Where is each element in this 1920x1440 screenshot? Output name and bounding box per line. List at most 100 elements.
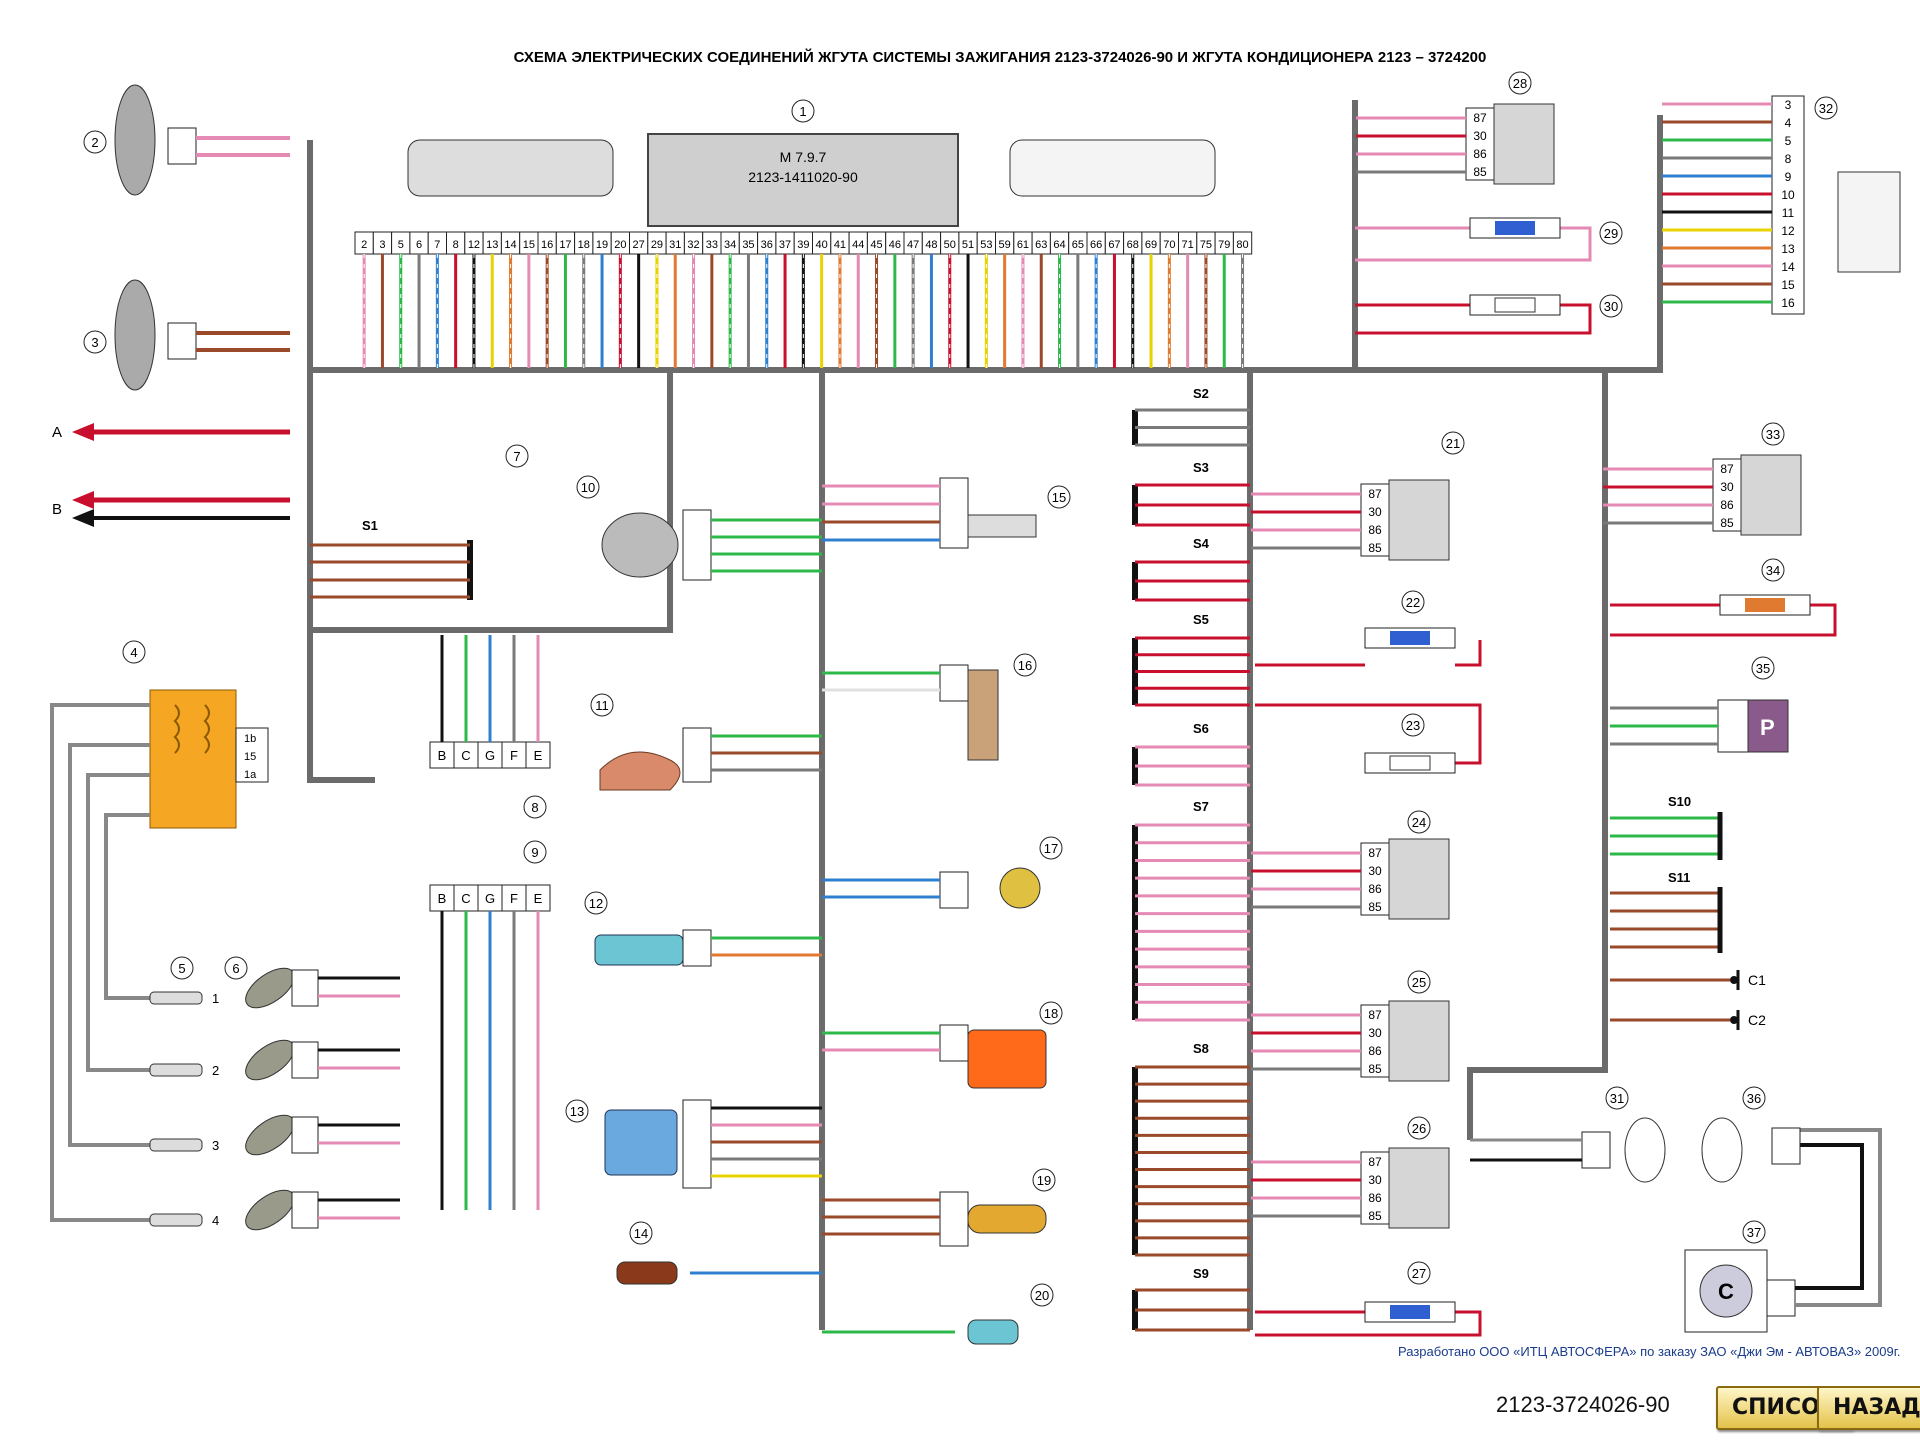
ecu-pin-number: 17 [559, 239, 571, 251]
ecu-pin-number: 53 [980, 239, 992, 251]
relay-icon [1388, 1000, 1450, 1082]
ecu-pin-number: 48 [925, 239, 937, 251]
component-number-circle [1441, 431, 1465, 455]
component-number: 4 [130, 645, 137, 660]
diagram-title: СХЕМА ЭЛЕКТРИЧЕСКИХ СОЕДИНЕНИЙ ЖГУТА СИС… [514, 48, 1487, 66]
relay-pin: 30 [1368, 864, 1382, 878]
pressure-switch: P [1610, 699, 1789, 753]
cylinder-number: 3 [212, 1138, 219, 1153]
splice-label: S2 [1193, 386, 1209, 401]
ecu-pin-number: 7 [434, 239, 440, 251]
block-pin-cell [429, 741, 455, 769]
relay-pin: 30 [1473, 129, 1487, 143]
component-number-circle [576, 475, 600, 499]
ecu-pin-number: 70 [1163, 239, 1175, 251]
svg-text:C: C [1718, 1279, 1734, 1304]
svg-text:P: P [1760, 715, 1775, 740]
ecu-pin-number: 68 [1127, 239, 1139, 251]
relay-pin: 30 [1368, 1173, 1382, 1187]
relay-pin: 30 [1368, 1026, 1382, 1040]
injector-connector [291, 1041, 319, 1079]
relays: 8730868587308685873086858730868587308685… [1251, 103, 1802, 1229]
component-number-circle [1742, 1086, 1766, 1110]
back-button[interactable]: НАЗАД [1817, 1386, 1920, 1430]
ecu-pin-number: 32 [687, 239, 699, 251]
ecu-pin-number: 13 [486, 239, 498, 251]
component-number: 18 [1044, 1006, 1058, 1021]
ecu-pin-number: 47 [907, 239, 919, 251]
block-pin: B [438, 891, 447, 906]
coil-pin: 1b [244, 733, 256, 745]
block-pin: G [485, 891, 495, 906]
relay-pin: 85 [1368, 541, 1382, 555]
component-number: 2 [91, 135, 98, 150]
component-number-circle [1401, 713, 1425, 737]
component-number: 24 [1412, 815, 1426, 830]
splice-label: S9 [1193, 1266, 1209, 1281]
component-number: 34 [1766, 563, 1780, 578]
component-number: 5 [178, 961, 185, 976]
relay-pin: 30 [1720, 480, 1734, 494]
component-number: 7 [513, 449, 520, 464]
ecu-pin-number: 19 [596, 239, 608, 251]
ecu-pin-number: 29 [651, 239, 663, 251]
injector-connector [291, 969, 319, 1007]
ecu-pin-number: 46 [889, 239, 901, 251]
component-number: 36 [1747, 1091, 1761, 1106]
component-number-circle [1401, 590, 1425, 614]
ecu-pin-number: 3 [379, 239, 385, 251]
block-pin: F [510, 748, 518, 763]
component-number: 26 [1412, 1121, 1426, 1136]
component-number-circle [1039, 1001, 1063, 1025]
block-pin: F [510, 891, 518, 906]
spark-plug-icon [149, 991, 203, 1005]
block-pin: E [534, 891, 543, 906]
relay-pin: 85 [1368, 900, 1382, 914]
component-number: 35 [1756, 661, 1770, 676]
component-number: 8 [531, 800, 538, 815]
component-number: 27 [1412, 1266, 1426, 1281]
component-number-circle [1030, 1283, 1054, 1307]
component-number: 14 [634, 1226, 648, 1241]
relay-connector [1360, 1151, 1390, 1225]
component-number-circle [1814, 96, 1838, 120]
component-number: 15 [1052, 490, 1066, 505]
output-a-label: A [52, 424, 62, 441]
component-number: 33 [1766, 427, 1780, 442]
ecu-pin-number: 33 [706, 239, 718, 251]
ecu-pin-number: 50 [944, 239, 956, 251]
block-pin-cell [501, 884, 527, 912]
component-number: 28 [1513, 76, 1527, 91]
ecu-pin-number: 39 [797, 239, 809, 251]
ecu-pin-number: 18 [578, 239, 590, 251]
document-code: 2123-3724026-90 [1496, 1392, 1670, 1417]
relay-pin: 87 [1368, 487, 1382, 501]
component-number-circle [1599, 294, 1623, 318]
ecu-pin-number: 63 [1035, 239, 1047, 251]
cylinder-number: 4 [212, 1213, 219, 1228]
relay-pin: 86 [1720, 498, 1734, 512]
relay32-pin: 4 [1785, 116, 1792, 130]
splice-label: S8 [1193, 1041, 1209, 1056]
spark-plug-icon [149, 1063, 203, 1077]
ecu-pin-number: 67 [1108, 239, 1120, 251]
injector-connector [291, 1116, 319, 1154]
component-number-circle [1013, 653, 1037, 677]
relay32-pin: 15 [1781, 278, 1795, 292]
relay-pin: 85 [1720, 516, 1734, 530]
relay-connector [1360, 483, 1390, 557]
component-number: 32 [1819, 101, 1833, 116]
ecu-pin-number: 51 [962, 239, 974, 251]
ecu-pin-number: 31 [669, 239, 681, 251]
ecu-pin-number: 36 [761, 239, 773, 251]
sensor-group-middle [822, 477, 1047, 1345]
block-pin: G [485, 748, 495, 763]
ecu-index: 1 [799, 104, 806, 119]
relay-connector [1712, 458, 1742, 532]
ecu-harness-wires [362, 254, 1245, 368]
relay32-pin: 9 [1785, 170, 1792, 184]
ignition-coil: 1b 15 1a [50, 689, 269, 1222]
